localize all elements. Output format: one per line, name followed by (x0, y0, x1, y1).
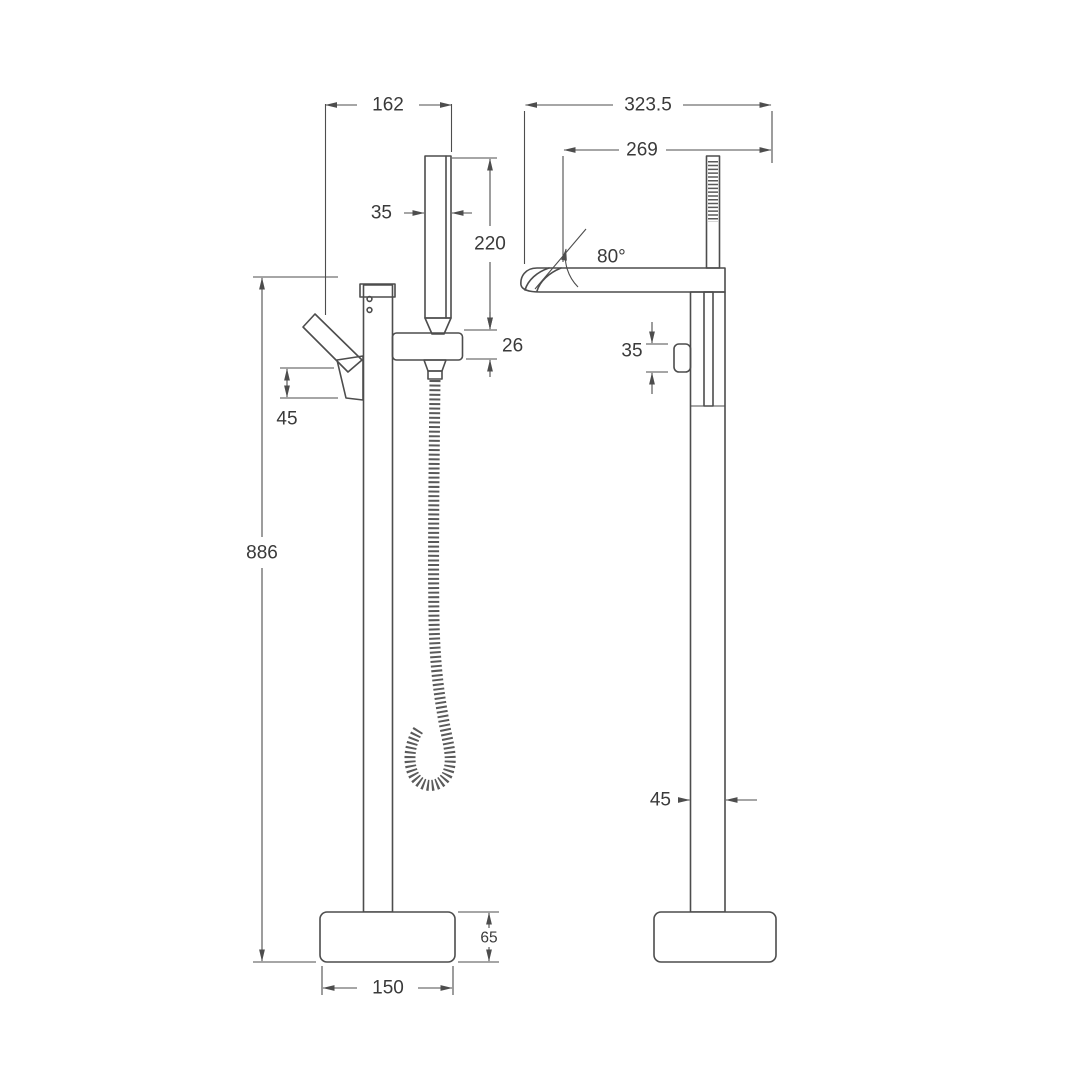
dim-label-spout-angle: 80° (597, 247, 626, 268)
dim-label-overall-height: 886 (246, 543, 278, 564)
diverter-knob (673, 343, 692, 373)
hose-nut-collar (427, 370, 443, 380)
hose-nut (423, 359, 447, 372)
dim-label-base-height: 65 (480, 930, 497, 947)
spout-lip-curve (536, 267, 562, 292)
dim-label-handset-height: 220 (474, 234, 506, 255)
dimension-spout-thickness: 26 (466, 312, 523, 377)
dimension-handle-depth: 45 (276, 367, 338, 430)
side-base (319, 911, 456, 963)
dim-label-overall-width: 162 (372, 95, 404, 116)
dim-label-column-width: 45 (650, 790, 671, 811)
dimension-base-diameter: 150 (321, 966, 454, 999)
mixer-lever (302, 313, 363, 373)
dimension-spout-reach: 269 (562, 140, 772, 262)
side-column (362, 284, 394, 913)
dim-label-spout-thickness: 26 (502, 336, 523, 357)
dimension-spout-angle: 80° (534, 228, 626, 290)
handle-mount (336, 355, 364, 401)
waterfall-spout (520, 267, 726, 293)
spout-holder (391, 332, 464, 361)
dim-label-base-diameter: 150 (372, 978, 404, 999)
side-column-cap (359, 283, 396, 298)
dim-label-diverter-height: 35 (621, 341, 642, 362)
internal-channel (703, 291, 714, 407)
front-view: 80° 323.5 269 (520, 95, 777, 963)
front-base (653, 911, 777, 963)
dim-label-overall-depth: 323.5 (624, 95, 672, 116)
dimension-overall-height: 886 (246, 276, 338, 963)
spout-lip-curve (524, 267, 550, 291)
side-view: 162 35 220 26 45 (246, 95, 523, 999)
dimension-overall-width: 162 (324, 95, 453, 315)
set-screw (366, 295, 373, 303)
set-screw (366, 306, 373, 314)
front-column (689, 291, 726, 913)
handset-front (705, 155, 721, 269)
dimension-base-height: 65 (458, 911, 499, 963)
dimension-handset-height: 220 (452, 157, 506, 331)
shower-hose (404, 379, 456, 791)
dim-label-handset-width: 35 (371, 203, 392, 224)
dimension-handset-width: 35 (371, 203, 472, 224)
dim-label-spout-reach: 269 (626, 140, 658, 161)
handset-nozzle (424, 317, 452, 335)
dimension-diverter-height: 35 (621, 322, 668, 394)
dimension-overall-depth: 323.5 (523, 95, 773, 264)
dimension-column-width: 45 (650, 790, 757, 811)
dim-label-handle-depth: 45 (276, 409, 297, 430)
handset (424, 155, 452, 319)
